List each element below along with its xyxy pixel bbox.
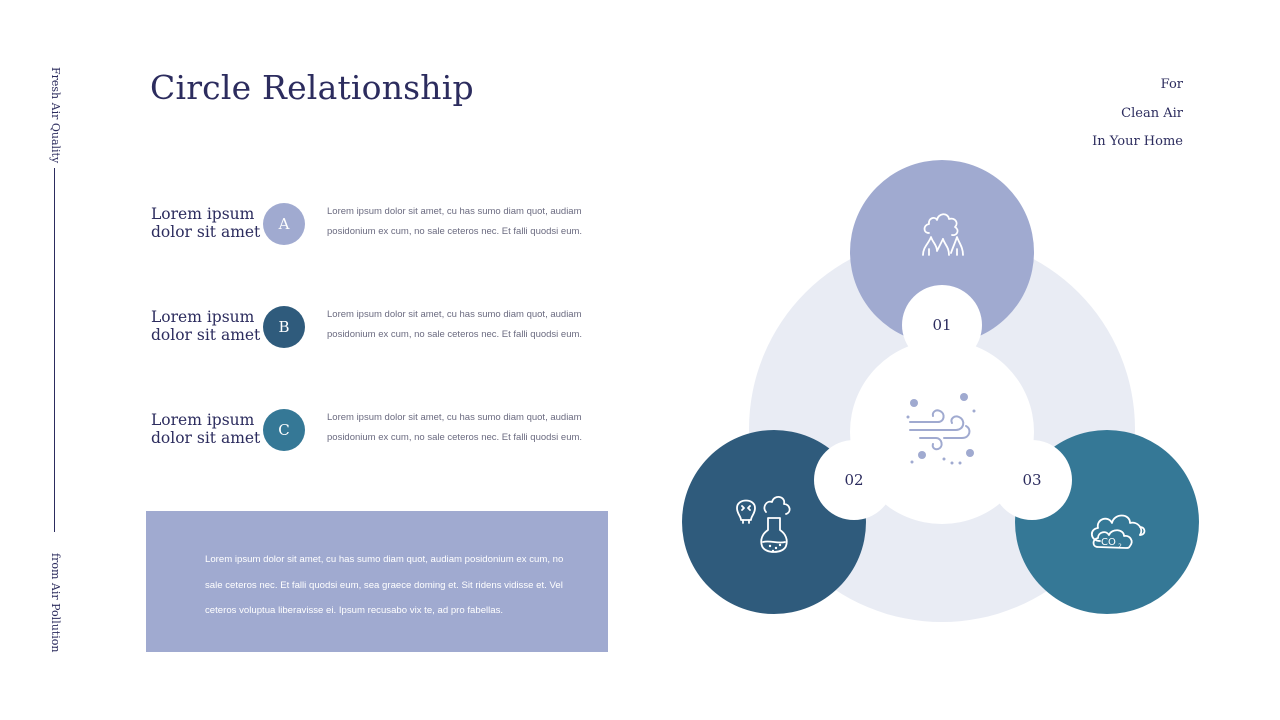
tagline: For Clean Air In Your Home [1092, 71, 1183, 157]
smoke-fire-icon [922, 213, 964, 256]
svg-text:CO: CO [1101, 537, 1116, 548]
badge-a: A [263, 203, 305, 245]
badge-b: B [263, 306, 305, 348]
sidebar-divider [54, 168, 55, 532]
sidebar-bottom-text: from Air Pollution [49, 553, 62, 653]
toxic-flask-icon [736, 496, 791, 553]
list-item-title: Lorem ipsum dolor sit amet [151, 411, 261, 447]
list-item-b: Lorem ipsum dolor sit amet B Lorem ipsum… [151, 306, 611, 352]
tagline-line: For [1160, 77, 1183, 92]
co2-cloud-icon: CO 2 [1090, 514, 1146, 550]
list-item-a: Lorem ipsum dolor sit amet A Lorem ipsum… [151, 203, 611, 249]
wind-pollen-icon [906, 393, 976, 465]
node-number-01: 01 [902, 285, 982, 365]
note-text: Lorem ipsum dolor sit amet, cu has sumo … [205, 554, 564, 616]
list-item-description: Lorem ipsum dolor sit amet, cu has sumo … [327, 309, 583, 340]
page-title: Circle Relationship [150, 68, 474, 107]
badge-c: C [263, 409, 305, 451]
list-item-description: Lorem ipsum dolor sit amet, cu has sumo … [327, 412, 583, 443]
svg-text:2: 2 [1118, 543, 1122, 550]
list-item-description: Lorem ipsum dolor sit amet, cu has sumo … [327, 206, 583, 237]
node-number-02: 02 [814, 440, 894, 520]
list-item-title: Lorem ipsum dolor sit amet [151, 205, 261, 241]
node-number-03: 03 [992, 440, 1072, 520]
note-box: Lorem ipsum dolor sit amet, cu has sumo … [146, 511, 608, 652]
tagline-line: In Your Home [1092, 134, 1183, 149]
list-item-c: Lorem ipsum dolor sit amet C Lorem ipsum… [151, 409, 611, 455]
tagline-line: Clean Air [1121, 105, 1183, 121]
sidebar-top-text: Fresh Air Quality [49, 67, 62, 164]
list-item-title: Lorem ipsum dolor sit amet [151, 308, 261, 344]
